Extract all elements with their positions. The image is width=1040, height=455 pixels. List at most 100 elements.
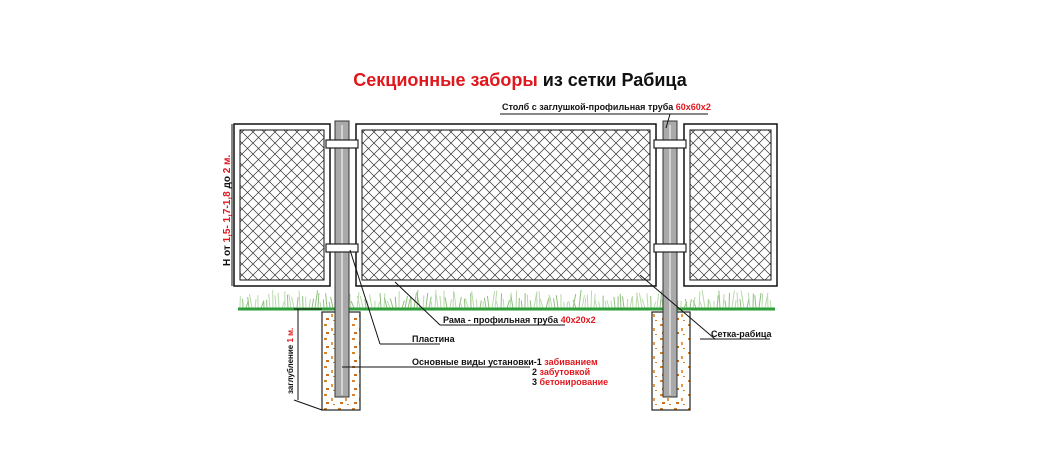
grass-blade — [292, 297, 294, 308]
grass-blade — [282, 301, 285, 308]
grass-blade — [312, 299, 314, 308]
grass-blade — [569, 301, 570, 308]
grass-blade — [331, 297, 333, 308]
grass-blade — [741, 291, 744, 308]
grass-blade — [249, 294, 252, 308]
post-label-text: Столб с заглушкой-профильная труба — [502, 102, 676, 112]
grass-blade — [289, 294, 291, 308]
grass-blade — [740, 299, 741, 308]
grass-blade — [620, 294, 621, 308]
grass-blade — [582, 295, 584, 308]
grass-blade — [315, 290, 318, 308]
grass-blade — [454, 292, 456, 308]
mesh-label: Сетка-рабица — [711, 329, 772, 340]
grass-blade — [405, 296, 407, 308]
grass-blade — [402, 301, 404, 308]
grass-blade — [540, 299, 543, 308]
height-label: Н от 1,5- 1,7-1,8 до 2 м. — [222, 155, 233, 266]
grass-blade — [630, 296, 632, 308]
grass-blade — [269, 294, 270, 308]
grass-blade — [585, 298, 586, 308]
post-left — [335, 121, 349, 397]
grass-blade — [480, 300, 481, 308]
frame-label-size: 40х20х2 — [561, 315, 596, 325]
depth-label: заглубление 1 м. — [286, 328, 295, 394]
grass-blade — [770, 300, 771, 308]
grass-blade — [431, 301, 432, 308]
grass-blade — [503, 299, 504, 308]
grass-blade — [623, 296, 624, 308]
grass-blade — [699, 292, 700, 308]
install-item-2-method: забутовкой — [540, 367, 591, 377]
grass-blade — [546, 298, 549, 308]
grass-blade — [737, 292, 738, 308]
grass-blade — [323, 299, 324, 308]
grass-blade — [287, 295, 288, 308]
grass-blade — [255, 299, 256, 308]
grass-blade — [654, 302, 656, 308]
grass-blade — [710, 301, 711, 308]
grass-blade — [735, 300, 736, 308]
grass-blade — [511, 295, 513, 308]
grass-blade — [579, 290, 581, 308]
post-label-size: 60х60х2 — [676, 102, 711, 112]
grass-blade — [702, 290, 705, 308]
grass-blade — [657, 294, 659, 308]
grass-blade — [309, 299, 310, 308]
grass-blade — [464, 299, 465, 308]
grass-blade — [496, 301, 498, 308]
mesh-panel-right — [684, 124, 777, 286]
grass-blade — [614, 297, 615, 308]
grass-blade — [450, 299, 451, 308]
grass-blade — [460, 301, 462, 308]
grass-blade — [647, 293, 648, 308]
install-item-3: 3 бетонирование — [532, 377, 608, 388]
grass-blade — [476, 299, 477, 308]
grass-blade — [639, 293, 642, 308]
grass-blade — [550, 296, 552, 308]
grass-blade — [762, 294, 763, 308]
grass — [240, 290, 771, 308]
height-value: 1,5- 1,7-1,8 — [222, 191, 233, 242]
grass-blade — [261, 301, 264, 308]
grass-blade — [553, 298, 555, 308]
frame-label-text: Рама - профильная труба — [443, 315, 561, 325]
depth-prefix: заглубление — [286, 343, 295, 394]
grass-blade — [445, 297, 447, 308]
grass-blade — [521, 301, 522, 308]
grass-blade — [595, 299, 597, 308]
grass-blade — [435, 290, 436, 308]
frame-label: Рама - профильная труба 40х20х2 — [443, 315, 596, 326]
grass-blade — [329, 302, 330, 308]
grass-blade — [426, 293, 428, 308]
grass-blade — [453, 291, 454, 308]
post-right — [663, 121, 677, 397]
grass-blade — [278, 293, 279, 308]
grass-blade — [495, 291, 497, 308]
install-item-3-num: 3 — [532, 377, 540, 387]
grass-blade — [507, 300, 510, 308]
grass-blade — [318, 293, 319, 308]
height-prefix: Н от — [222, 242, 233, 266]
grass-blade — [723, 294, 724, 308]
grass-blade — [484, 298, 486, 308]
grass-blade — [378, 302, 380, 308]
grass-blade — [387, 301, 390, 308]
grass-blade — [384, 298, 387, 308]
grass-blade — [395, 297, 396, 308]
grass-blade — [472, 291, 474, 308]
grass-blade — [380, 293, 381, 308]
grass-blade — [351, 301, 354, 308]
grass-blade — [370, 295, 372, 308]
install-item-1-method: забиванием — [544, 357, 597, 367]
install-label-text: Основные виды установки- — [412, 357, 537, 367]
grass-blade — [605, 301, 606, 308]
grass-blade — [417, 297, 420, 308]
grass-blade — [534, 293, 537, 308]
grass-blade — [642, 299, 645, 308]
grass-blade — [599, 301, 600, 308]
depth-value: 1 м. — [286, 328, 295, 343]
height-mid: до — [222, 173, 233, 191]
depth-dimension — [294, 309, 322, 410]
